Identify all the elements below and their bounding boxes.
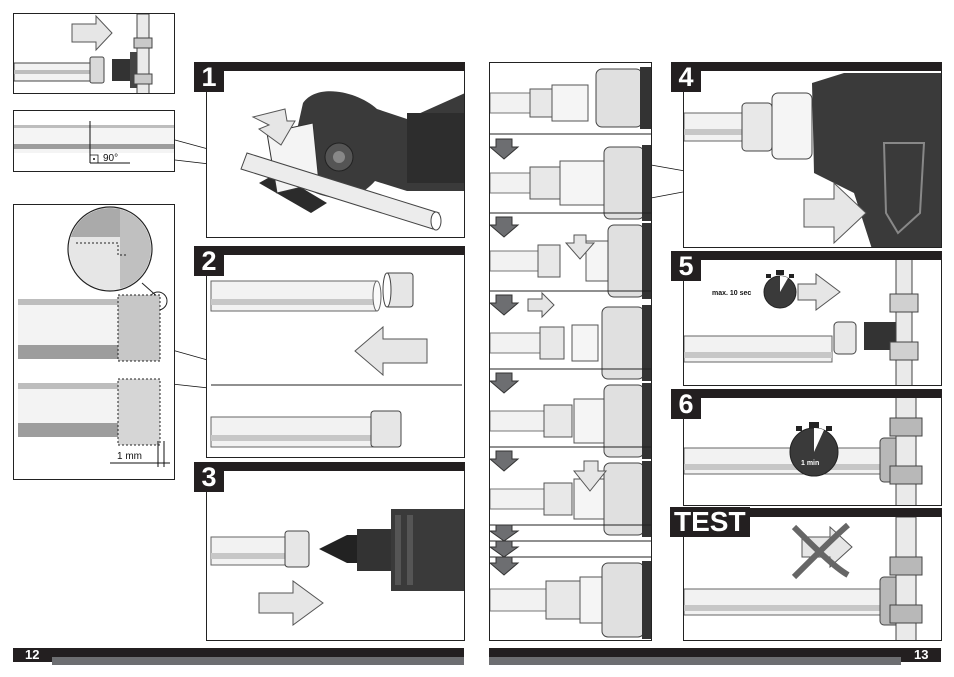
step-2-panel <box>206 246 465 458</box>
step-5-header-bar <box>673 251 942 260</box>
step-1-panel <box>206 62 465 238</box>
sequence-row-1 <box>490 67 652 129</box>
test-heading: TEST <box>670 507 750 537</box>
step-6-header-bar <box>673 389 942 398</box>
sequence-row-7 <box>490 561 652 639</box>
overview-drawing <box>14 14 175 94</box>
step-5-number: 5 <box>671 251 701 281</box>
step-3-panel <box>206 462 465 641</box>
gap-label: 1 mm <box>117 451 142 462</box>
sequence-row-4 <box>490 305 652 381</box>
step-3-number: 3 <box>194 462 224 492</box>
step-6-panel: 1 min <box>683 389 942 506</box>
step-4-panel <box>683 62 942 248</box>
step-2-number: 2 <box>194 246 224 276</box>
sequence-row-5 <box>490 383 652 459</box>
step-5-panel: max. 10 sec <box>683 251 942 386</box>
footer-stripe-left <box>52 657 464 665</box>
step-4-header-bar <box>673 62 942 71</box>
sequence-row-6 <box>490 461 652 537</box>
hold-time-label: 1 min <box>801 460 819 467</box>
page-number-right: 13 <box>914 648 928 662</box>
max-time-label: max. 10 sec <box>712 290 751 297</box>
step-1-header-bar <box>196 62 465 71</box>
step-1-drawing <box>207 63 465 238</box>
sequence-row-3 <box>490 223 652 299</box>
page-number-left: 12 <box>25 648 39 662</box>
step-4-number: 4 <box>671 62 701 92</box>
step-6-drawing <box>684 390 942 506</box>
step-5-drawing <box>684 252 942 386</box>
cut-angle-detail: 90° <box>13 110 175 172</box>
footer-stripe-right <box>489 657 901 665</box>
ring-position-detail: 1 mm <box>13 204 175 480</box>
overview-illustration <box>13 13 175 94</box>
cut-angle-drawing <box>14 111 175 172</box>
expansion-sequence <box>489 62 652 641</box>
step-1-number: 1 <box>194 62 224 92</box>
step-4-drawing <box>684 63 942 248</box>
ring-position-drawing <box>14 205 175 480</box>
sequence-row-2 <box>490 145 652 221</box>
step-2-drawing <box>207 247 465 458</box>
step-6-number: 6 <box>671 389 701 419</box>
angle-label: 90° <box>103 153 118 164</box>
step-3-header-bar <box>196 462 465 471</box>
step-3-drawing <box>207 463 465 641</box>
step-2-header-bar <box>196 246 465 255</box>
expansion-sequence-drawing <box>490 63 652 641</box>
